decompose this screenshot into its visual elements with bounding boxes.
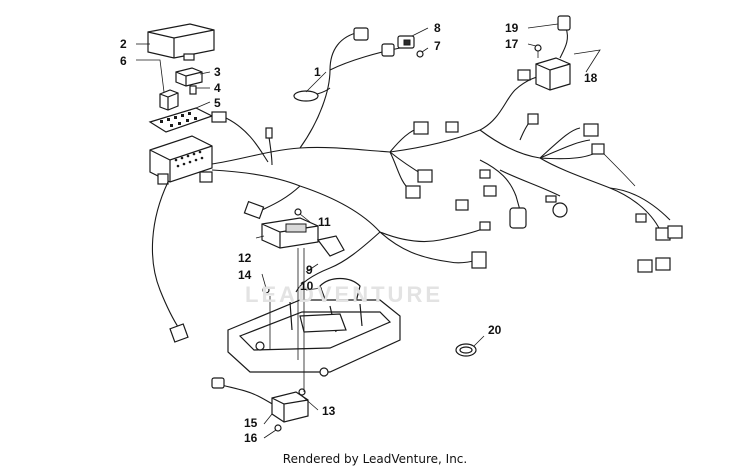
credit-text: Rendered by LeadVenture, Inc.: [282, 452, 468, 466]
callout-9: 9: [306, 263, 313, 277]
callout-16: 16: [244, 431, 258, 445]
callout-12: 12: [238, 251, 252, 265]
leader-lines: [136, 23, 559, 439]
screw-part-7[interactable]: [416, 50, 424, 58]
callout-4: 4: [214, 81, 221, 95]
callout-19: 19: [505, 21, 519, 35]
harness-connector[interactable]: [169, 27, 683, 343]
callout-6: 6: [120, 54, 127, 68]
fuse-block[interactable]: [149, 111, 227, 185]
callout-20: 20: [488, 323, 502, 337]
screw-part-16[interactable]: [274, 424, 282, 432]
screw-part-17[interactable]: [534, 44, 542, 58]
main-wiring-harness[interactable]: [151, 31, 671, 331]
connector-part-8[interactable]: [397, 35, 415, 49]
bracket-part-9[interactable]: [316, 235, 345, 257]
callout-8: 8: [434, 21, 441, 35]
fuse-part-4[interactable]: [189, 85, 197, 95]
relay-part-3[interactable]: [175, 67, 203, 87]
callout-18: 18: [584, 71, 598, 85]
callout-5: 5: [214, 96, 221, 110]
battery-tray[interactable]: [227, 299, 401, 377]
ignition-coil[interactable]: [517, 15, 571, 91]
relay-part-6[interactable]: [159, 89, 179, 111]
control-module[interactable]: [261, 217, 319, 249]
fuse-panel[interactable]: [148, 107, 214, 133]
screw-part-13[interactable]: [298, 388, 306, 396]
callout-14: 14: [238, 268, 252, 282]
callout-7: 7: [434, 39, 441, 53]
screw-part-11[interactable]: [294, 208, 302, 216]
callout-1: 1: [314, 65, 321, 79]
voltage-regulator[interactable]: [211, 377, 309, 423]
callout-11: 11: [318, 215, 331, 229]
callout-2: 2: [120, 37, 127, 51]
callout-10: 10: [300, 279, 314, 293]
cable-clamp[interactable]: [455, 343, 477, 357]
fuse-box-cover[interactable]: [147, 23, 215, 61]
callout-15: 15: [244, 416, 258, 430]
callout-17: 17: [505, 37, 519, 51]
watermark-text: LEADVENTURE: [245, 282, 444, 307]
callout-3: 3: [214, 65, 221, 79]
callout-13: 13: [322, 404, 336, 418]
